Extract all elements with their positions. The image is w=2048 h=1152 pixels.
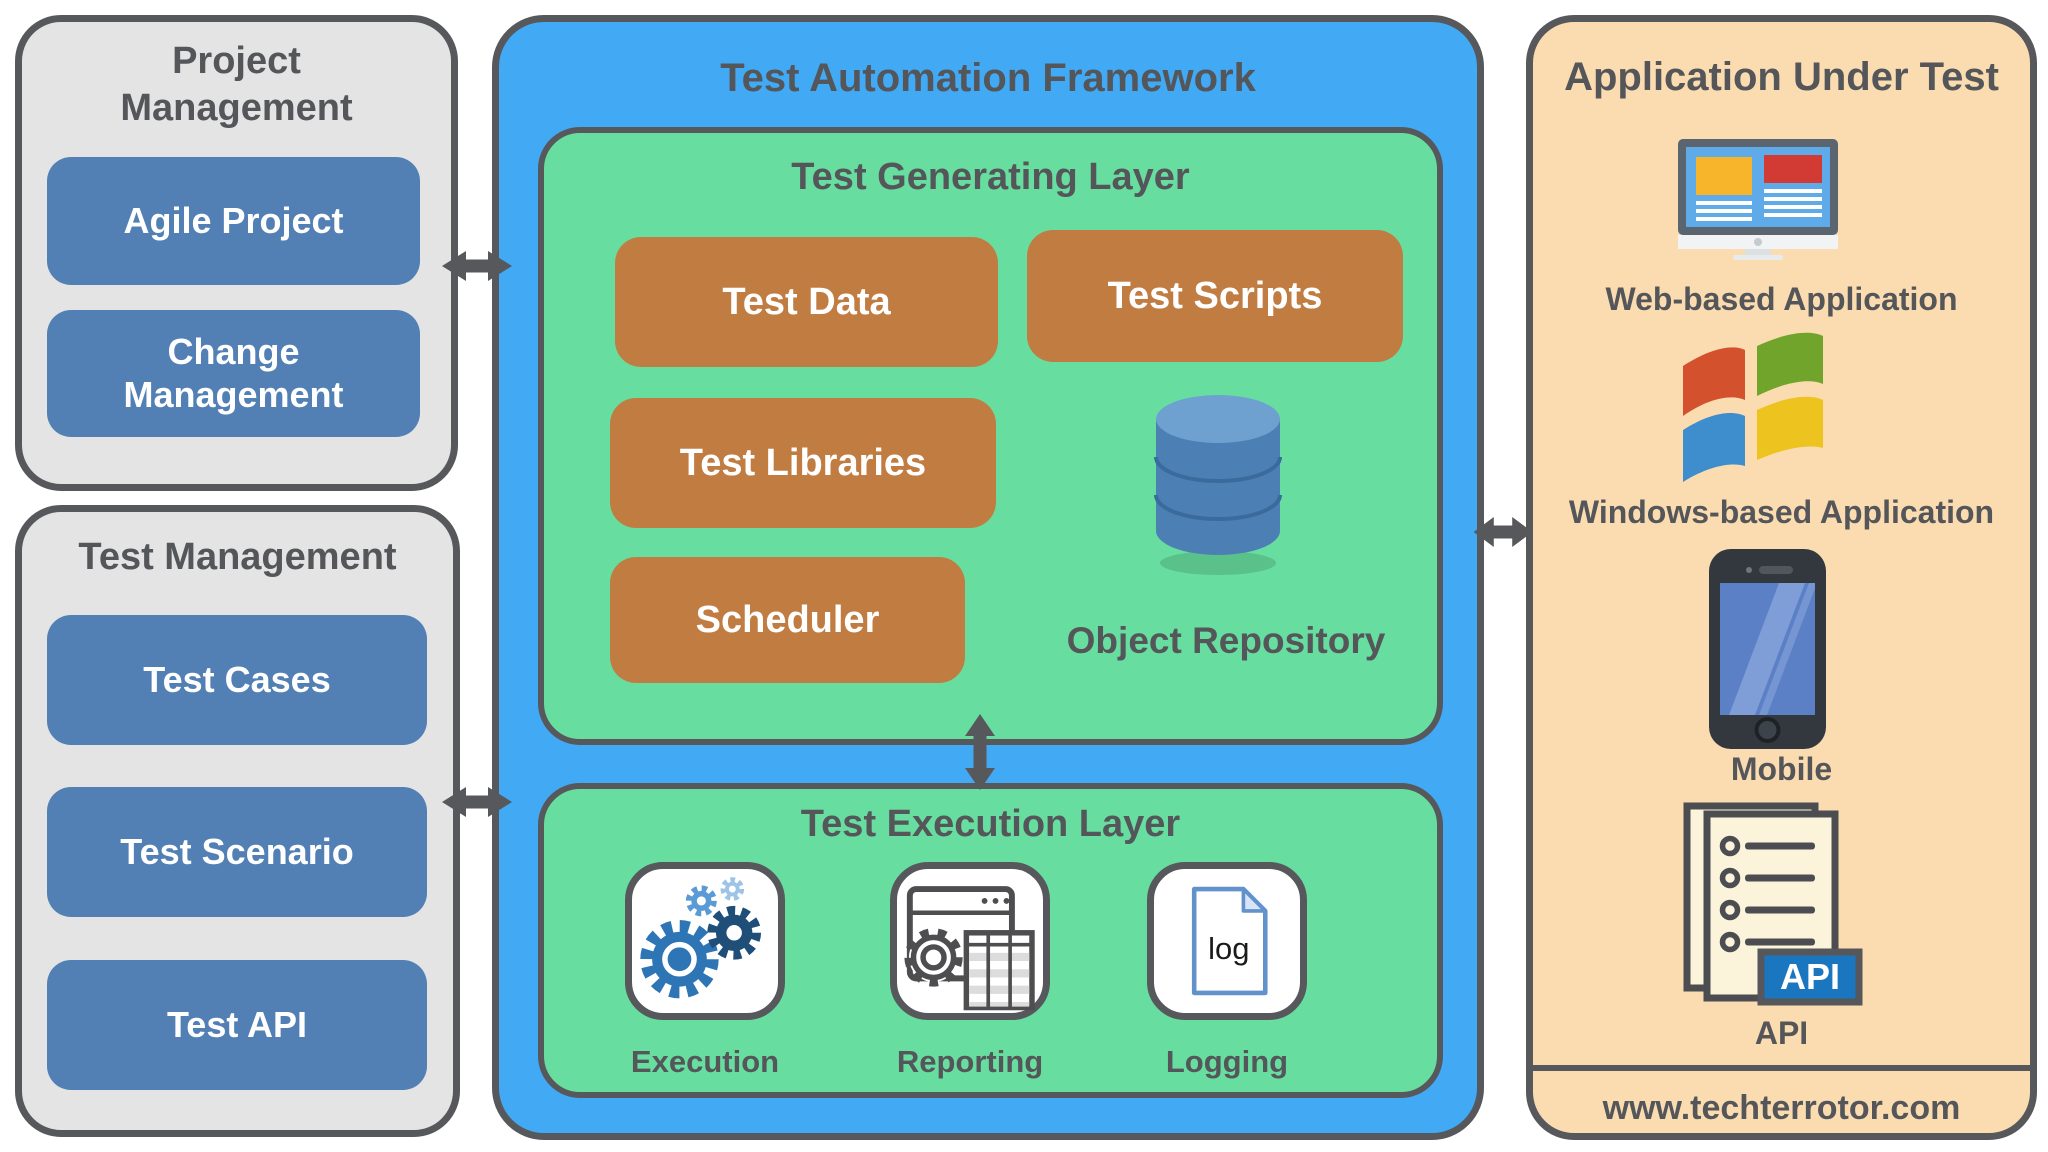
reporting-tile — [890, 862, 1050, 1020]
test-scenario-box: Test Scenario — [47, 787, 427, 917]
application-under-test-panel: Application Under Test Web-based Applica… — [1526, 15, 2037, 1140]
test-generating-layer-title: Test Generating Layer — [791, 156, 1190, 198]
test-scenario-label: Test Scenario — [120, 830, 354, 872]
reporting-label: Reporting — [896, 1044, 1044, 1079]
test-libraries-label: Test Libraries — [679, 441, 927, 484]
test-management-panel: Test Management Test Cases Test Scenario… — [15, 505, 460, 1137]
arrow-framework-application — [1473, 517, 1533, 547]
project-management-title: Project Management — [120, 40, 353, 129]
execution-tile — [625, 862, 785, 1020]
windows-based-application-label: Windows-based Application — [1568, 494, 1995, 530]
test-cases-box: Test Cases — [47, 615, 427, 745]
change-management-label: Change Management — [123, 331, 344, 415]
object-repository-label: Object Repository — [1066, 620, 1386, 661]
test-scripts-label: Test Scripts — [1107, 274, 1323, 317]
test-scripts-box: Test Scripts — [1027, 230, 1403, 362]
test-api-label: Test API — [166, 1003, 308, 1045]
api-label: API — [1754, 1015, 1809, 1051]
test-data-box: Test Data — [615, 237, 998, 367]
change-management-box: Change Management — [47, 310, 420, 437]
scheduler-box: Scheduler — [610, 557, 965, 683]
test-generating-layer: Test Generating Layer Test Data Test Scr… — [538, 127, 1443, 745]
execution-label: Execution — [630, 1044, 780, 1079]
gears-icon — [640, 877, 762, 999]
api-badge-text: API — [1780, 956, 1840, 997]
logging-label: Logging — [1165, 1044, 1289, 1079]
test-management-title: Test Management — [78, 536, 397, 578]
database-icon — [1154, 395, 1282, 575]
agile-project-box: Agile Project — [47, 157, 420, 285]
website-footer: www.techterrotor.com — [1602, 1089, 1961, 1127]
smartphone-icon — [1709, 549, 1826, 749]
web-based-application-label: Web-based Application — [1605, 281, 1958, 317]
api-document-icon: API — [1683, 802, 1863, 1006]
test-execution-layer-title: Test Execution Layer — [800, 803, 1181, 845]
report-icon — [904, 886, 1035, 1011]
mobile-label: Mobile — [1730, 751, 1833, 787]
test-libraries-box: Test Libraries — [610, 398, 996, 528]
framework-title: Test Automation Framework — [720, 56, 1256, 100]
agile-project-label: Agile Project — [123, 199, 344, 241]
test-api-box: Test API — [47, 960, 427, 1090]
application-under-test-title: Application Under Test — [1564, 55, 1999, 99]
log-document-icon: log — [1191, 886, 1268, 996]
test-cases-label: Test Cases — [143, 658, 331, 700]
arrow-generating-execution — [965, 714, 995, 790]
desktop-monitor-icon — [1678, 139, 1838, 260]
scheduler-label: Scheduler — [695, 598, 880, 641]
test-data-label: Test Data — [722, 280, 891, 323]
windows-logo-icon — [1683, 332, 1823, 482]
test-automation-framework-panel: Test Automation Framework Test Generatin… — [492, 15, 1484, 1140]
arrow-project-management-framework — [442, 251, 512, 281]
log-icon-text: log — [1208, 931, 1249, 966]
project-management-panel: Project Management Agile Project Change … — [15, 15, 458, 491]
arrow-test-management-framework — [442, 787, 512, 817]
footer-divider — [1533, 1065, 2030, 1071]
logging-tile: log — [1147, 862, 1307, 1020]
test-execution-layer: Test Execution Layer — [538, 783, 1443, 1098]
